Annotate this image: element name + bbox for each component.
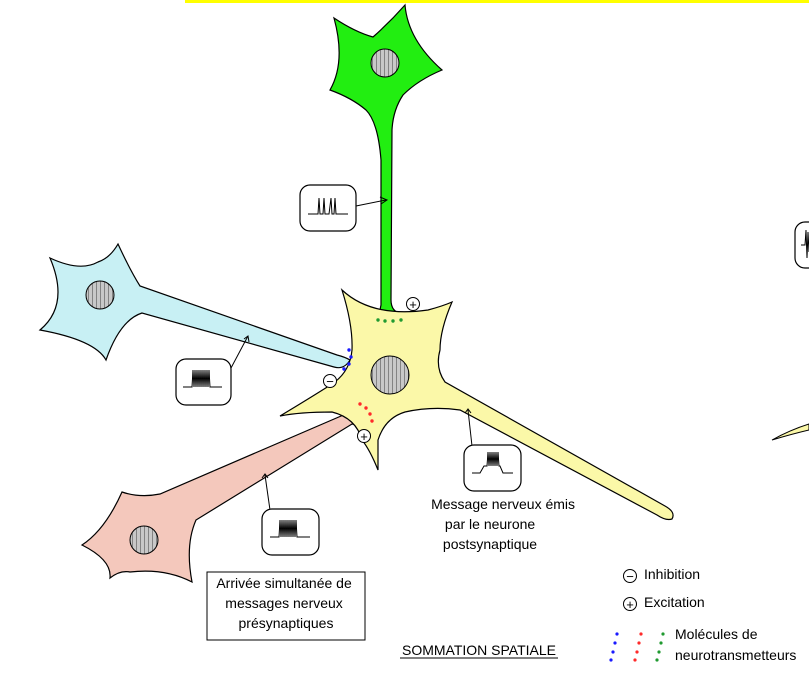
plus-sign-green: +	[406, 297, 420, 312]
svg-text:+: +	[360, 429, 368, 444]
legend-molecules-label: Molécules de neurotransmetteurs	[675, 626, 796, 663]
oscillogram-postsynaptic	[463, 408, 522, 492]
blue-synapse-dots	[342, 348, 353, 371]
pink-neuron	[80, 408, 371, 584]
oscillogram-green	[299, 184, 389, 232]
legend-excitation-symbol: +	[623, 597, 637, 612]
blue-neuron	[38, 242, 351, 369]
offscreen-waveform	[801, 229, 809, 259]
offscreen-neuron-edge	[771, 423, 809, 441]
legend: − Inhibition + Excitation Molécules de n…	[609, 566, 796, 663]
legend-inhibition-label: Inhibition	[644, 566, 700, 582]
svg-text:−: −	[626, 569, 634, 584]
yellow-neuron	[279, 288, 674, 521]
presynaptic-caption: Arrivée simultanée de messages nerveux p…	[216, 575, 355, 631]
pink-neuron-nucleus	[129, 525, 159, 555]
top-banner	[185, 0, 809, 3]
yellow-neuron-nucleus	[370, 355, 410, 395]
diagram-title: SOMMATION SPATIALE	[402, 642, 556, 658]
minus-sign-blue: −	[323, 374, 337, 389]
green-synapse-dots	[376, 318, 403, 323]
oscillogram-pink	[261, 473, 320, 556]
postsynaptic-caption: Message nerveux émis par le neurone post…	[431, 496, 579, 552]
svg-text:−: −	[326, 374, 334, 389]
blue-neuron-nucleus	[85, 280, 115, 310]
green-neuron	[329, 3, 444, 321]
presynaptic-caption-box	[206, 571, 366, 641]
oscillogram-blue	[175, 335, 250, 406]
green-neuron-nucleus	[370, 48, 400, 78]
svg-text:+: +	[626, 597, 634, 612]
red-synapse-dots	[358, 402, 374, 423]
legend-inhibition-symbol: −	[623, 569, 637, 584]
legend-molecule-dots	[609, 632, 665, 662]
svg-text:+: +	[409, 297, 417, 312]
legend-excitation-label: Excitation	[644, 594, 705, 610]
plus-sign-red: +	[357, 429, 371, 444]
